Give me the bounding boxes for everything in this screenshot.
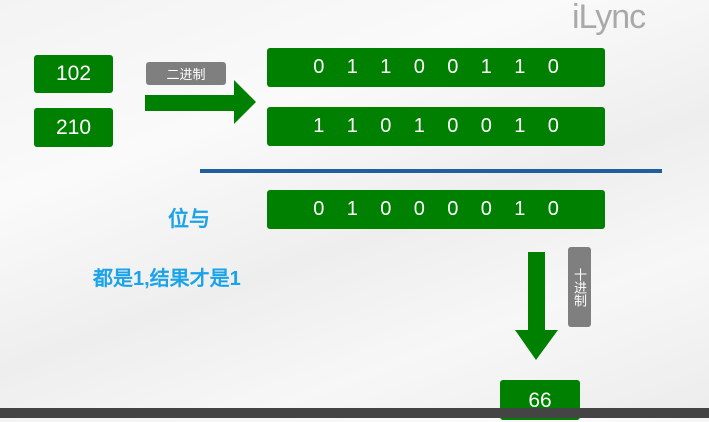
binary-label: 二进制 [146,62,226,85]
bit: 0 [447,198,459,220]
right-arrow-icon [145,80,256,124]
bit: 0 [547,115,559,137]
input-box-a: 102 [34,55,113,93]
bit: 0 [380,115,392,137]
bit: 0 [313,56,325,78]
bit: 0 [480,198,492,220]
bit: 1 [346,198,358,220]
bit: 1 [514,56,526,78]
bit: 0 [413,198,425,220]
bit: 1 [514,198,526,220]
bit: 1 [514,115,526,137]
bit: 0 [447,56,459,78]
operation-label: 位与 [168,208,210,231]
bit: 1 [380,56,392,78]
bit: 1 [346,56,358,78]
rule-text: 都是1,结果才是1 [93,268,241,290]
logo: iLync [572,0,646,36]
bit: 0 [313,198,325,220]
bit: 1 [413,115,425,137]
bit: 1 [480,56,492,78]
bit: 0 [380,198,392,220]
bit: 0 [480,115,492,137]
bit: 0 [547,56,559,78]
divider-line [200,169,662,173]
decimal-label: 十进制 [568,247,591,327]
bit: 1 [313,115,325,137]
bit: 0 [447,115,459,137]
down-arrow-icon [515,252,558,360]
input-box-b: 210 [34,108,113,147]
bit: 1 [346,115,358,137]
bit: 0 [413,56,425,78]
bit: 0 [547,198,559,220]
bottom-bar [0,408,709,418]
